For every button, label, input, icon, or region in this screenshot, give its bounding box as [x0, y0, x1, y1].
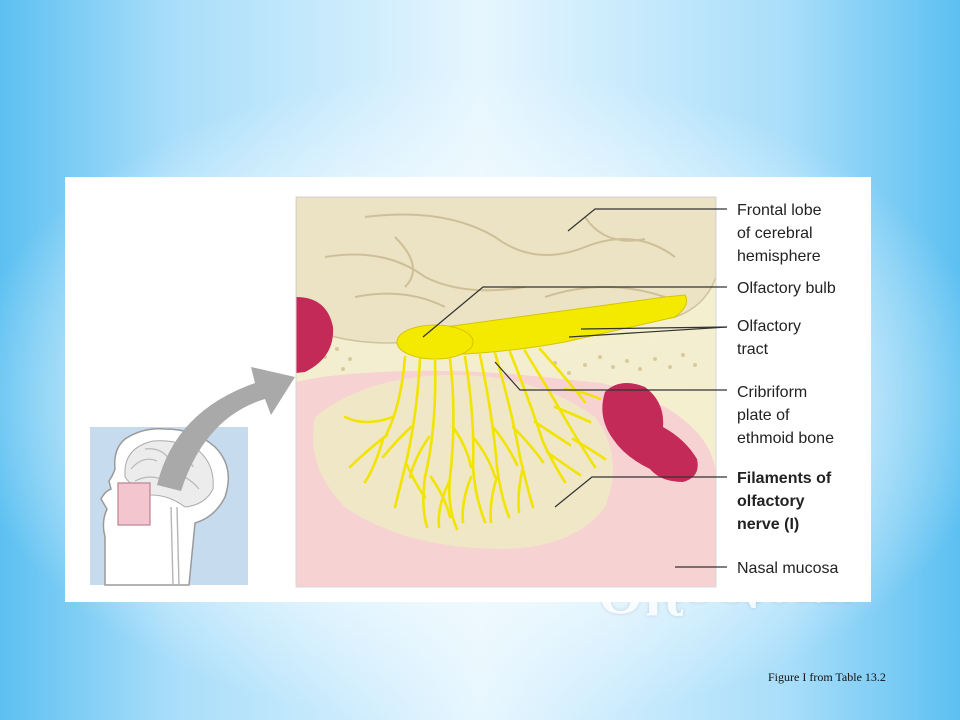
- label-olfactory-bulb: Olfactory bulb: [737, 280, 836, 297]
- olfactory-bulb: [396, 324, 474, 360]
- frontal-sinus: [296, 297, 334, 373]
- diagram-artwork: [90, 196, 728, 588]
- label-olfactory-tract: Olfactory tract: [737, 318, 802, 358]
- figure-caption: Figure I from Table 13.2: [768, 670, 886, 684]
- detail-frame: [295, 196, 717, 588]
- olfactory-diagram: Frontal lobe of cerebral hemisphere Olfa…: [65, 177, 871, 602]
- label-frontal-lobe: Frontal lobe of cerebral hemisphere: [737, 202, 822, 265]
- label-olfactory-filaments: Filaments of olfactory nerve (I): [737, 470, 832, 533]
- label-cribriform-plate: Cribriform plate of ethmoid bone: [737, 384, 834, 447]
- label-nasal-mucosa: Nasal mucosa: [737, 560, 839, 577]
- inset-highlight-box: [117, 482, 151, 526]
- olfactory-filaments: [343, 347, 607, 531]
- pointer-arrow: [157, 367, 295, 491]
- leader-lines: [422, 208, 728, 568]
- inset-spinal-cord: [170, 506, 180, 586]
- nasal-sinus: [602, 383, 698, 482]
